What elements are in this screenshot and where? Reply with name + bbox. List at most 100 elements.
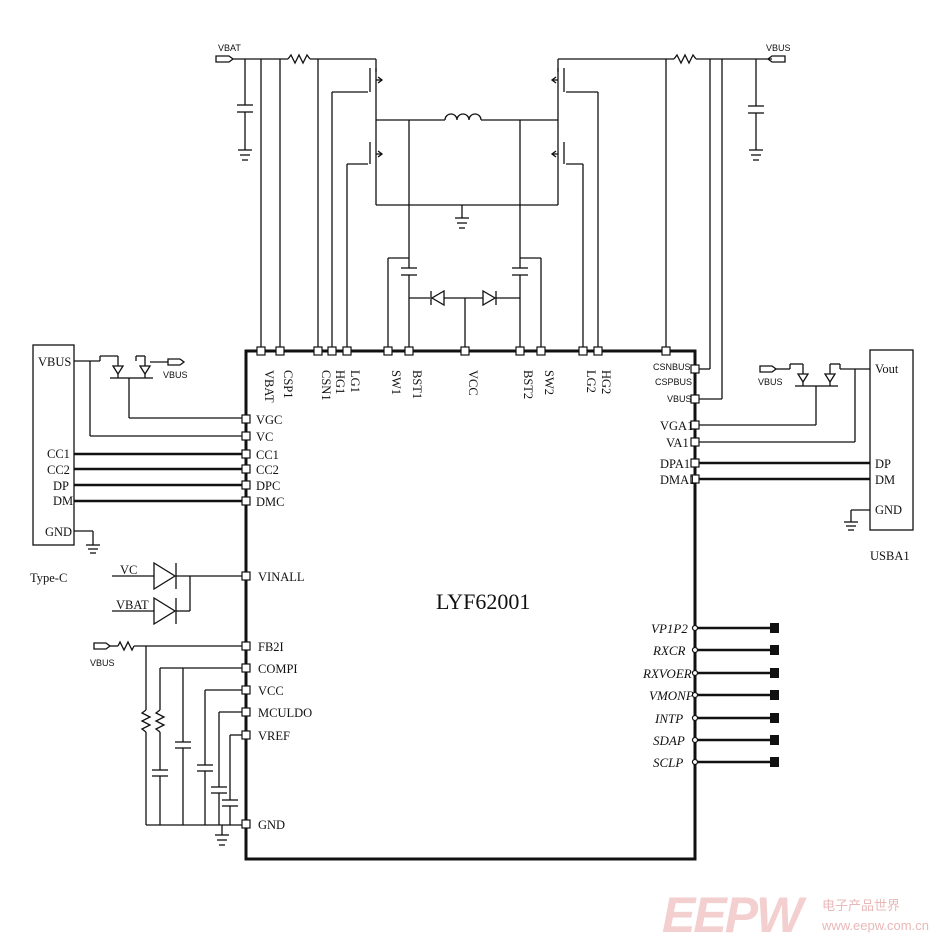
- pin-dpa1: DPA1: [660, 457, 690, 471]
- left-pins: [241, 414, 251, 829]
- vbat-input-label: VBAT: [116, 598, 149, 612]
- inductor-bridge: [376, 113, 558, 347]
- typec-pin-cc1: CC1: [47, 447, 70, 461]
- typec-switch-label: VBUS: [163, 370, 188, 380]
- io-sclp: SCLP: [653, 755, 683, 770]
- typec-pin-gnd: GND: [45, 525, 72, 539]
- watermark-logo: EEPW: [662, 887, 807, 940]
- boot-diode-1: [430, 289, 445, 307]
- typec-pin-vbus: VBUS: [38, 355, 71, 369]
- usba-switch-label: VBUS: [758, 377, 783, 387]
- io-intp: INTP: [654, 711, 683, 726]
- sense-resistor-1: [287, 53, 311, 65]
- pin-sw1: SW1: [389, 370, 403, 395]
- pin-vbus-right: VBUS: [667, 394, 692, 404]
- pin-csnbus-box: [661, 346, 671, 356]
- right-io: VP1P2 RXCR RXVOER VMONP INTP SDAP SCLP: [642, 621, 779, 770]
- watermark-url: www.eepw.com.cn: [821, 918, 929, 933]
- top-pin-labels: VBAT CSP1 CSN1 HG1 LG1 SW1 BST1 VCC BST2…: [262, 370, 613, 403]
- io-rxvoer: RXVOER: [642, 666, 692, 681]
- pin-cc1: CC1: [256, 448, 279, 462]
- pin-csp1: CSP1: [281, 370, 295, 399]
- vbat-port-icon: [215, 55, 235, 63]
- chip-body: [244, 349, 697, 861]
- usba-pin-dm: DM: [875, 473, 895, 487]
- comp-resistor: [154, 709, 166, 733]
- vinall-diode-2: [153, 596, 177, 626]
- vbus-port-icon: [766, 55, 786, 63]
- divider-resistor: [140, 709, 152, 733]
- pin-lg2: LG2: [584, 370, 598, 393]
- io-rxcr: RXCR: [652, 643, 686, 658]
- typec-switch-fet2: [138, 365, 152, 376]
- typec-pin-dm: DM: [53, 494, 73, 508]
- compensation-network: VBUS: [90, 640, 242, 846]
- pin-gnd-left: GND: [258, 818, 285, 832]
- inductor: [444, 113, 482, 121]
- vbat-input-network: VBAT: [215, 43, 376, 347]
- pin-compi: COMPI: [258, 662, 298, 676]
- io-vp1p2: VP1P2: [651, 621, 688, 636]
- fb-vbus-label: VBUS: [90, 658, 115, 668]
- vbus-output-network: VBUS: [558, 43, 791, 400]
- vinall-diodes: VC VBAT: [112, 561, 242, 626]
- pin-dmc: DMC: [256, 495, 284, 509]
- fb-vbus-port: [93, 642, 112, 650]
- pin-hg1: HG1: [333, 370, 347, 394]
- pin-va1: VA1: [666, 436, 689, 450]
- pin-lg1: LG1: [348, 370, 362, 393]
- pin-vga1: VGA1: [660, 419, 693, 433]
- right-mosfets: [550, 59, 599, 347]
- right-pin-labels: CSNBUS CSPBUS VBUS VGA1 VA1 DPA1 DMA1: [653, 362, 695, 487]
- pin-fb2i: FB2I: [258, 640, 284, 654]
- pin-sw2: SW2: [542, 370, 556, 395]
- typec-title: Type-C: [30, 571, 67, 585]
- vc-input-label: VC: [120, 563, 137, 577]
- pin-vcc-left: VCC: [258, 684, 284, 698]
- pin-csn1: CSN1: [319, 370, 333, 401]
- typec-switch-fet1: [111, 365, 125, 376]
- pin-dpc: DPC: [256, 479, 280, 493]
- pin-bst1: BST1: [410, 370, 424, 399]
- pin-csnbus: CSNBUS: [653, 362, 691, 372]
- usba-body: [869, 349, 914, 531]
- pin-vgc: VGC: [256, 413, 282, 427]
- usba-pin-dp: DP: [875, 457, 891, 471]
- usba-connector: Vout DP DM GND USBA1 VBUS: [699, 349, 914, 563]
- typec-connector: VBUS CC1 CC2 DP DM GND Type-C: [30, 344, 242, 585]
- usba-switch-fet2: [823, 373, 837, 384]
- typec-switch-port: [167, 358, 186, 366]
- watermark-cn: 电子产品世界: [822, 899, 900, 914]
- pin-cspbus: CSPBUS: [655, 377, 692, 387]
- usba-switch-port: [759, 365, 778, 373]
- chip-name: LYF62001: [436, 589, 530, 614]
- pin-cc2: CC2: [256, 463, 279, 477]
- pin-dma1: DMA1: [660, 473, 695, 487]
- typec-pin-dp: DP: [53, 479, 69, 493]
- pin-vref: VREF: [258, 729, 290, 743]
- fb-resistor: [117, 640, 135, 652]
- left-mosfets: [331, 59, 384, 347]
- usba-pin-vout: Vout: [875, 362, 899, 376]
- pin-vc: VC: [256, 430, 273, 444]
- typec-body: [32, 344, 75, 546]
- pin-vinall: VINALL: [258, 570, 305, 584]
- vbat-top-label: VBAT: [218, 43, 241, 53]
- usba-switch-fet1: [796, 373, 810, 384]
- typec-pin-cc2: CC2: [47, 463, 70, 477]
- pin-hg2: HG2: [599, 370, 613, 394]
- eepw-watermark: EEPW 电子产品世界 www.eepw.com.cn: [662, 887, 929, 940]
- pin-vbat: VBAT: [262, 370, 276, 403]
- usba-title: USBA1: [870, 549, 910, 563]
- boot-diode-2: [482, 289, 497, 307]
- usba-pin-gnd: GND: [875, 503, 902, 517]
- io-sdap: SDAP: [653, 733, 685, 748]
- pin-bst2: BST2: [521, 370, 535, 399]
- io-vmonp: VMONP: [649, 688, 694, 703]
- vbus-top-label: VBUS: [766, 43, 791, 53]
- pin-mculdo: MCULDO: [258, 706, 312, 720]
- vinall-diode-1: [153, 561, 177, 591]
- pin-vcc-top: VCC: [466, 370, 480, 396]
- sense-resistor-2: [673, 53, 697, 65]
